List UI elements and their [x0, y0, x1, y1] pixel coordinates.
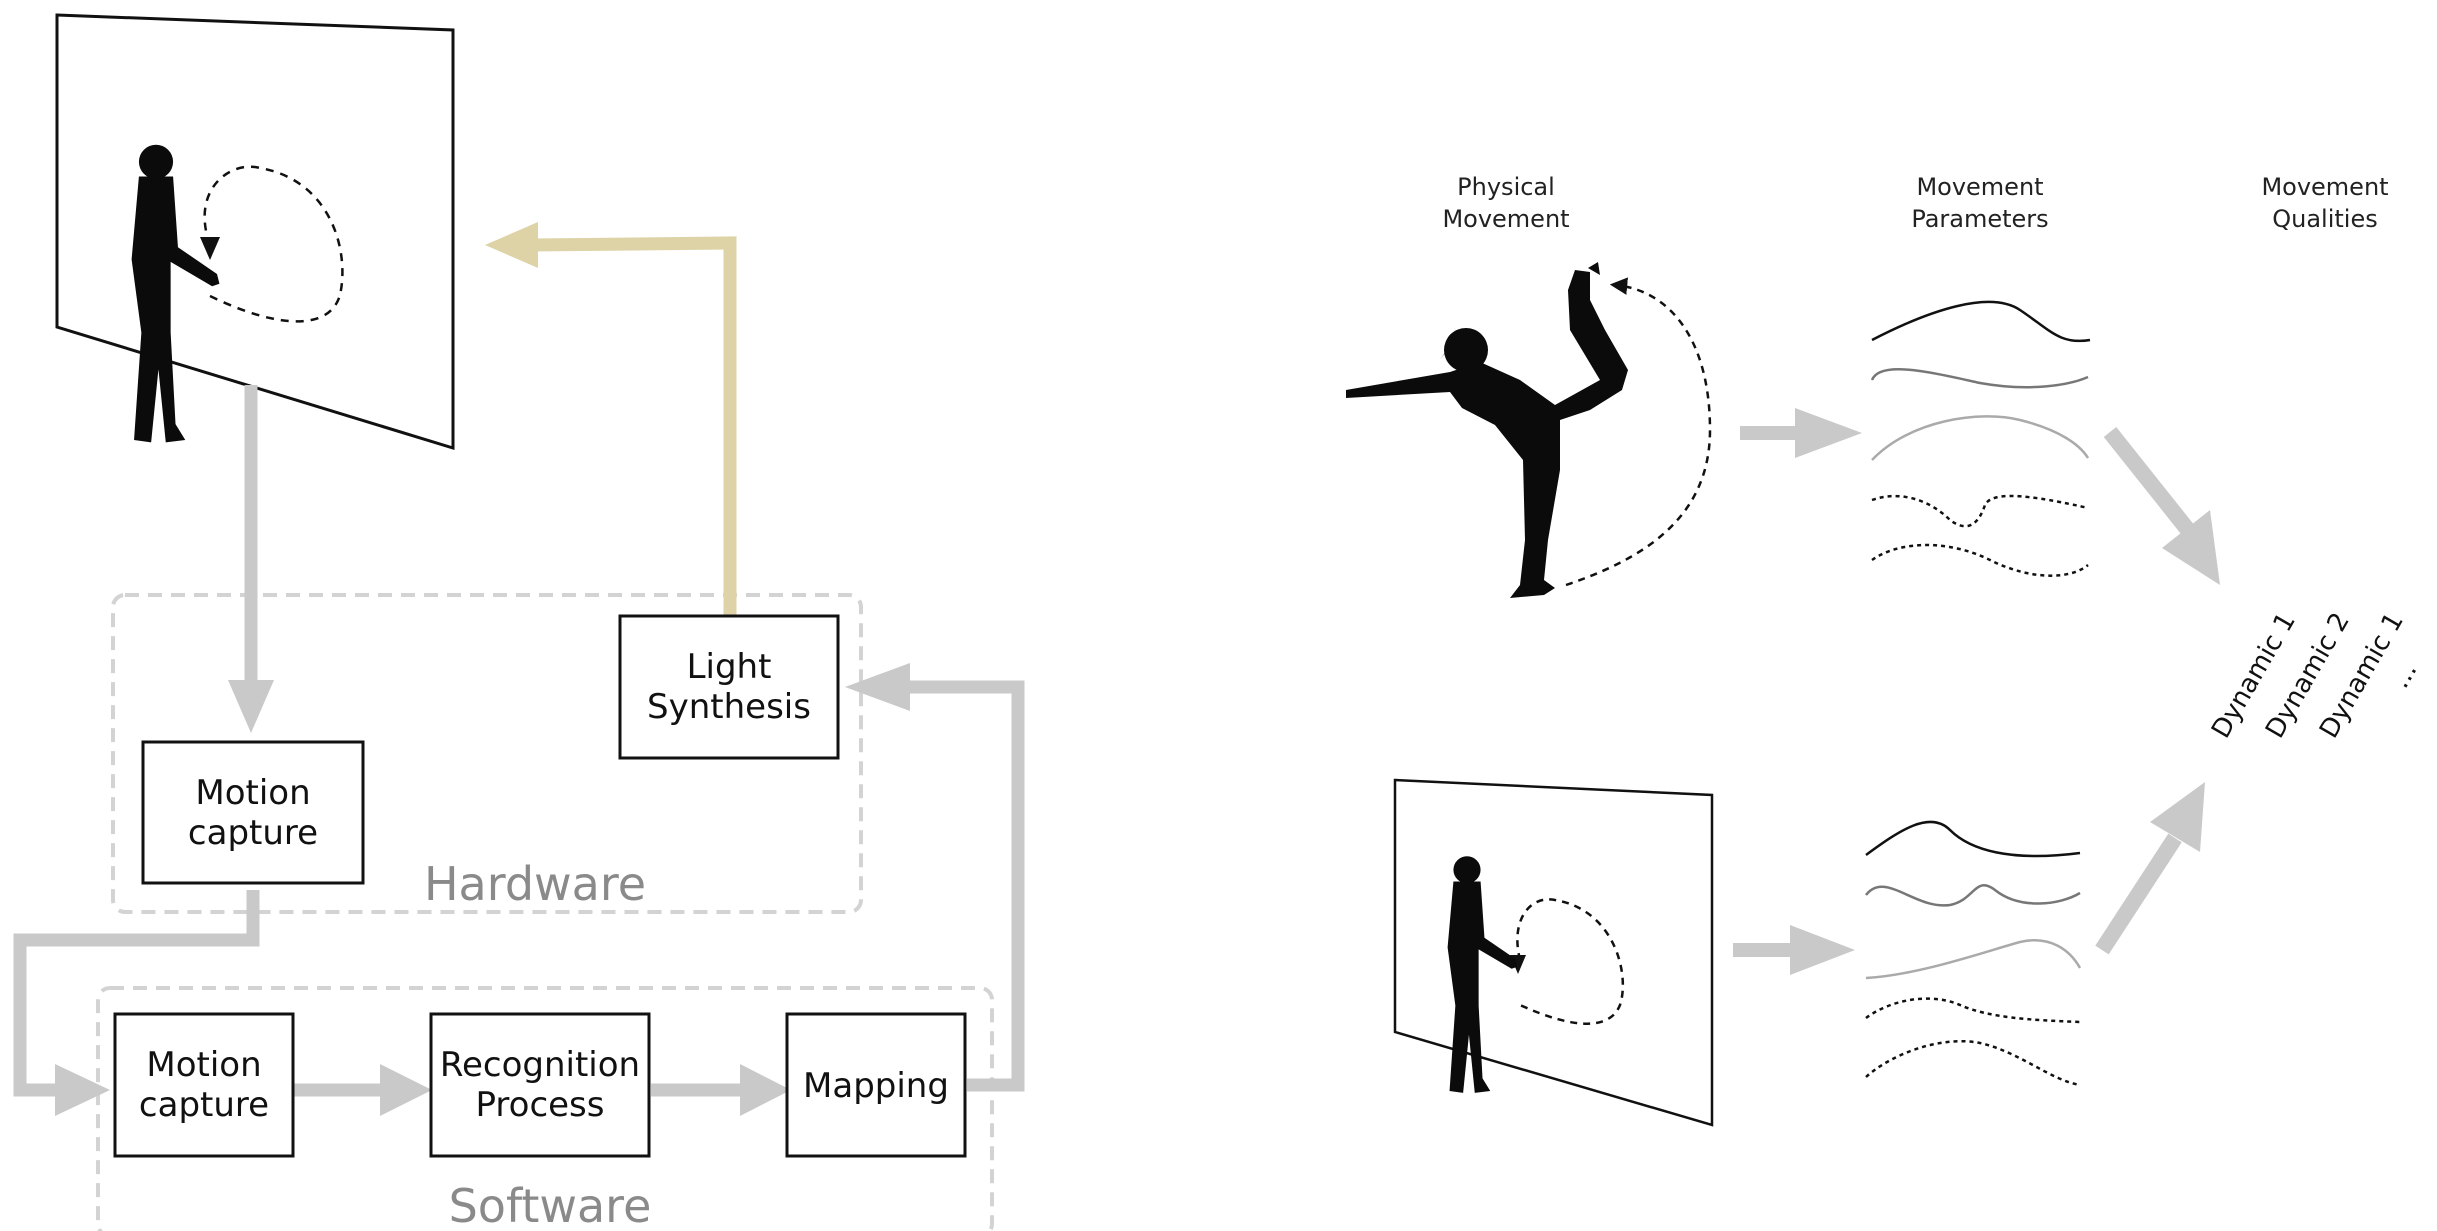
- software-label: Software: [449, 1179, 652, 1231]
- header-movement-parameters: Movement Parameters: [1911, 173, 2048, 233]
- box-label: Motion: [146, 1045, 261, 1085]
- header-line: Physical: [1457, 173, 1555, 201]
- header-line: Movement: [2261, 173, 2388, 201]
- box-label: Process: [476, 1085, 605, 1125]
- projection-wall: [55, 13, 455, 451]
- header-physical-movement: Physical Movement: [1442, 173, 1569, 233]
- light-synthesis-box: Light Synthesis: [618, 614, 840, 760]
- header-line: Parameters: [1911, 205, 2048, 233]
- lower-projection-wall: [1393, 778, 1714, 1127]
- quality-ellipsis: ...: [2385, 657, 2423, 693]
- box-label: Motion: [195, 773, 310, 813]
- recognition-process-box: Recognition Process: [429, 1012, 651, 1158]
- sw-motion-capture-box: Motion capture: [113, 1012, 295, 1158]
- dancer-motion-path: [1565, 277, 1712, 587]
- mapping-box: Mapping: [785, 1012, 967, 1158]
- feedback-arrow: [485, 222, 737, 615]
- header-line: Qualities: [2272, 205, 2378, 233]
- box-label: Synthesis: [647, 687, 811, 727]
- box-label: Mapping: [803, 1066, 949, 1106]
- parameter-curves-lower: [1865, 820, 2082, 1087]
- hardware-label: Hardware: [424, 857, 646, 911]
- software-group: [96, 986, 994, 1231]
- header-movement-qualities: Movement Qualities: [2261, 173, 2388, 233]
- flow-arrows: [13, 385, 1025, 1097]
- parameter-curves-upper: [1870, 300, 2091, 577]
- right-flow-arrows: [1733, 408, 2220, 975]
- header-line: Movement: [1916, 173, 2043, 201]
- flow-arrowheads: [55, 663, 910, 1116]
- hardware-group: [111, 593, 863, 914]
- box-label: capture: [188, 813, 318, 853]
- dancer-silhouette: [1346, 262, 1628, 598]
- header-line: Movement: [1442, 205, 1569, 233]
- box-label: Light: [687, 647, 772, 687]
- box-label: capture: [139, 1085, 269, 1125]
- hw-motion-capture-box: Motion capture: [141, 740, 365, 885]
- box-label: Recognition: [440, 1045, 640, 1085]
